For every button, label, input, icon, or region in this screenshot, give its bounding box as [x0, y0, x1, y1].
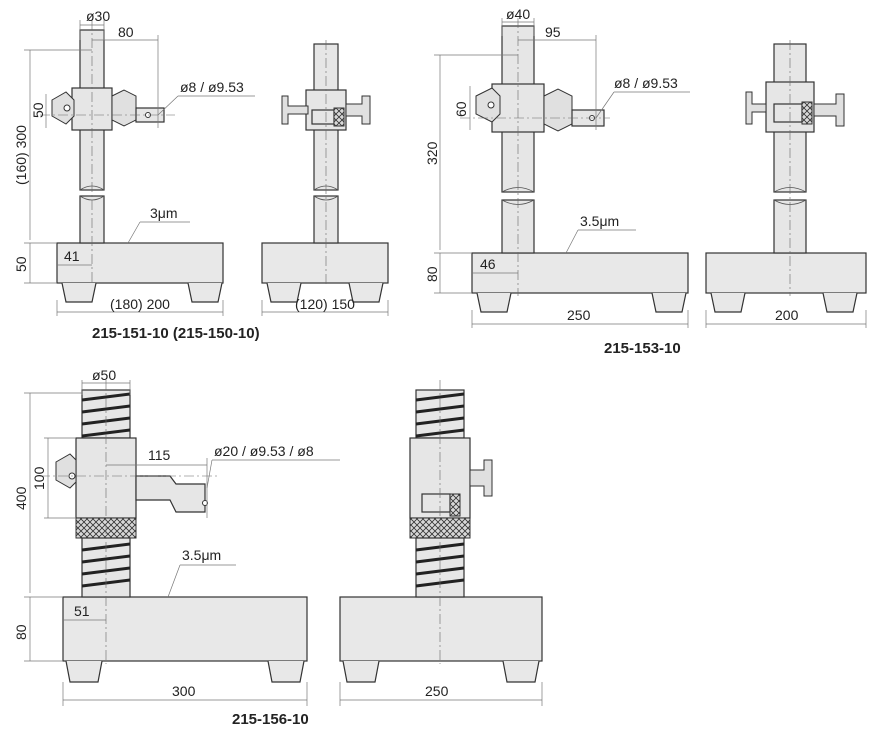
dim-base-width: (180) 200	[110, 296, 170, 312]
dim-base-height: 80	[424, 266, 440, 282]
stand-215-153-side	[705, 40, 867, 313]
stand-215-156-front	[24, 380, 340, 706]
dim-clamp-range: ø8 / ø9.53	[180, 79, 244, 95]
clamp-knob	[51, 91, 75, 125]
foot	[187, 282, 223, 303]
dim-base-height: 80	[13, 624, 29, 640]
dim-flatness: 3.5μm	[182, 547, 221, 563]
model-caption: 215-156-10	[232, 711, 309, 728]
dim-reach: 115	[148, 447, 171, 463]
dim-diameter: ø50	[92, 367, 116, 383]
stand-215-153-front	[434, 18, 690, 328]
stand-215-156-side	[339, 380, 543, 683]
dim-diameter: ø30	[86, 8, 110, 24]
dim-base-height: 50	[13, 256, 29, 272]
dim-center-offset: 41	[64, 248, 80, 264]
dim-reach: 80	[118, 24, 134, 40]
dim-base-width: 300	[172, 683, 196, 699]
dim-arm-height: 50	[30, 102, 46, 118]
dim-column-height: 400	[13, 486, 29, 510]
stand-215-151-front	[24, 20, 255, 316]
dim-arm-height: 100	[31, 466, 47, 490]
dim-flatness: 3μm	[150, 205, 178, 221]
dim-column-height: 320	[424, 141, 440, 165]
swivel-knob	[111, 89, 137, 127]
stand-215-151-side	[261, 40, 389, 303]
dim-diameter: ø40	[506, 6, 530, 22]
dim-side-depth: (120) 150	[295, 296, 355, 312]
dim-column-height: (160) 300	[13, 125, 29, 185]
model-caption: 215-151-10 (215-150-10)	[92, 325, 260, 342]
dim-clamp-range: ø20 / ø9.53 / ø8	[214, 443, 314, 459]
foot	[61, 282, 97, 303]
model-caption: 215-153-10	[604, 340, 681, 357]
dim-clamp-range: ø8 / ø9.53	[614, 75, 678, 91]
dim-arm-height: 60	[453, 101, 469, 117]
dim-flatness: 3.5μm	[580, 213, 619, 229]
dim-center-offset: 46	[480, 256, 496, 272]
dim-center-offset: 51	[74, 603, 90, 619]
dim-base-width: 250	[567, 307, 591, 323]
dim-side-depth: 250	[425, 683, 449, 699]
dim-reach: 95	[545, 24, 561, 40]
base-block	[56, 242, 224, 284]
dim-side-depth: 200	[775, 307, 799, 323]
